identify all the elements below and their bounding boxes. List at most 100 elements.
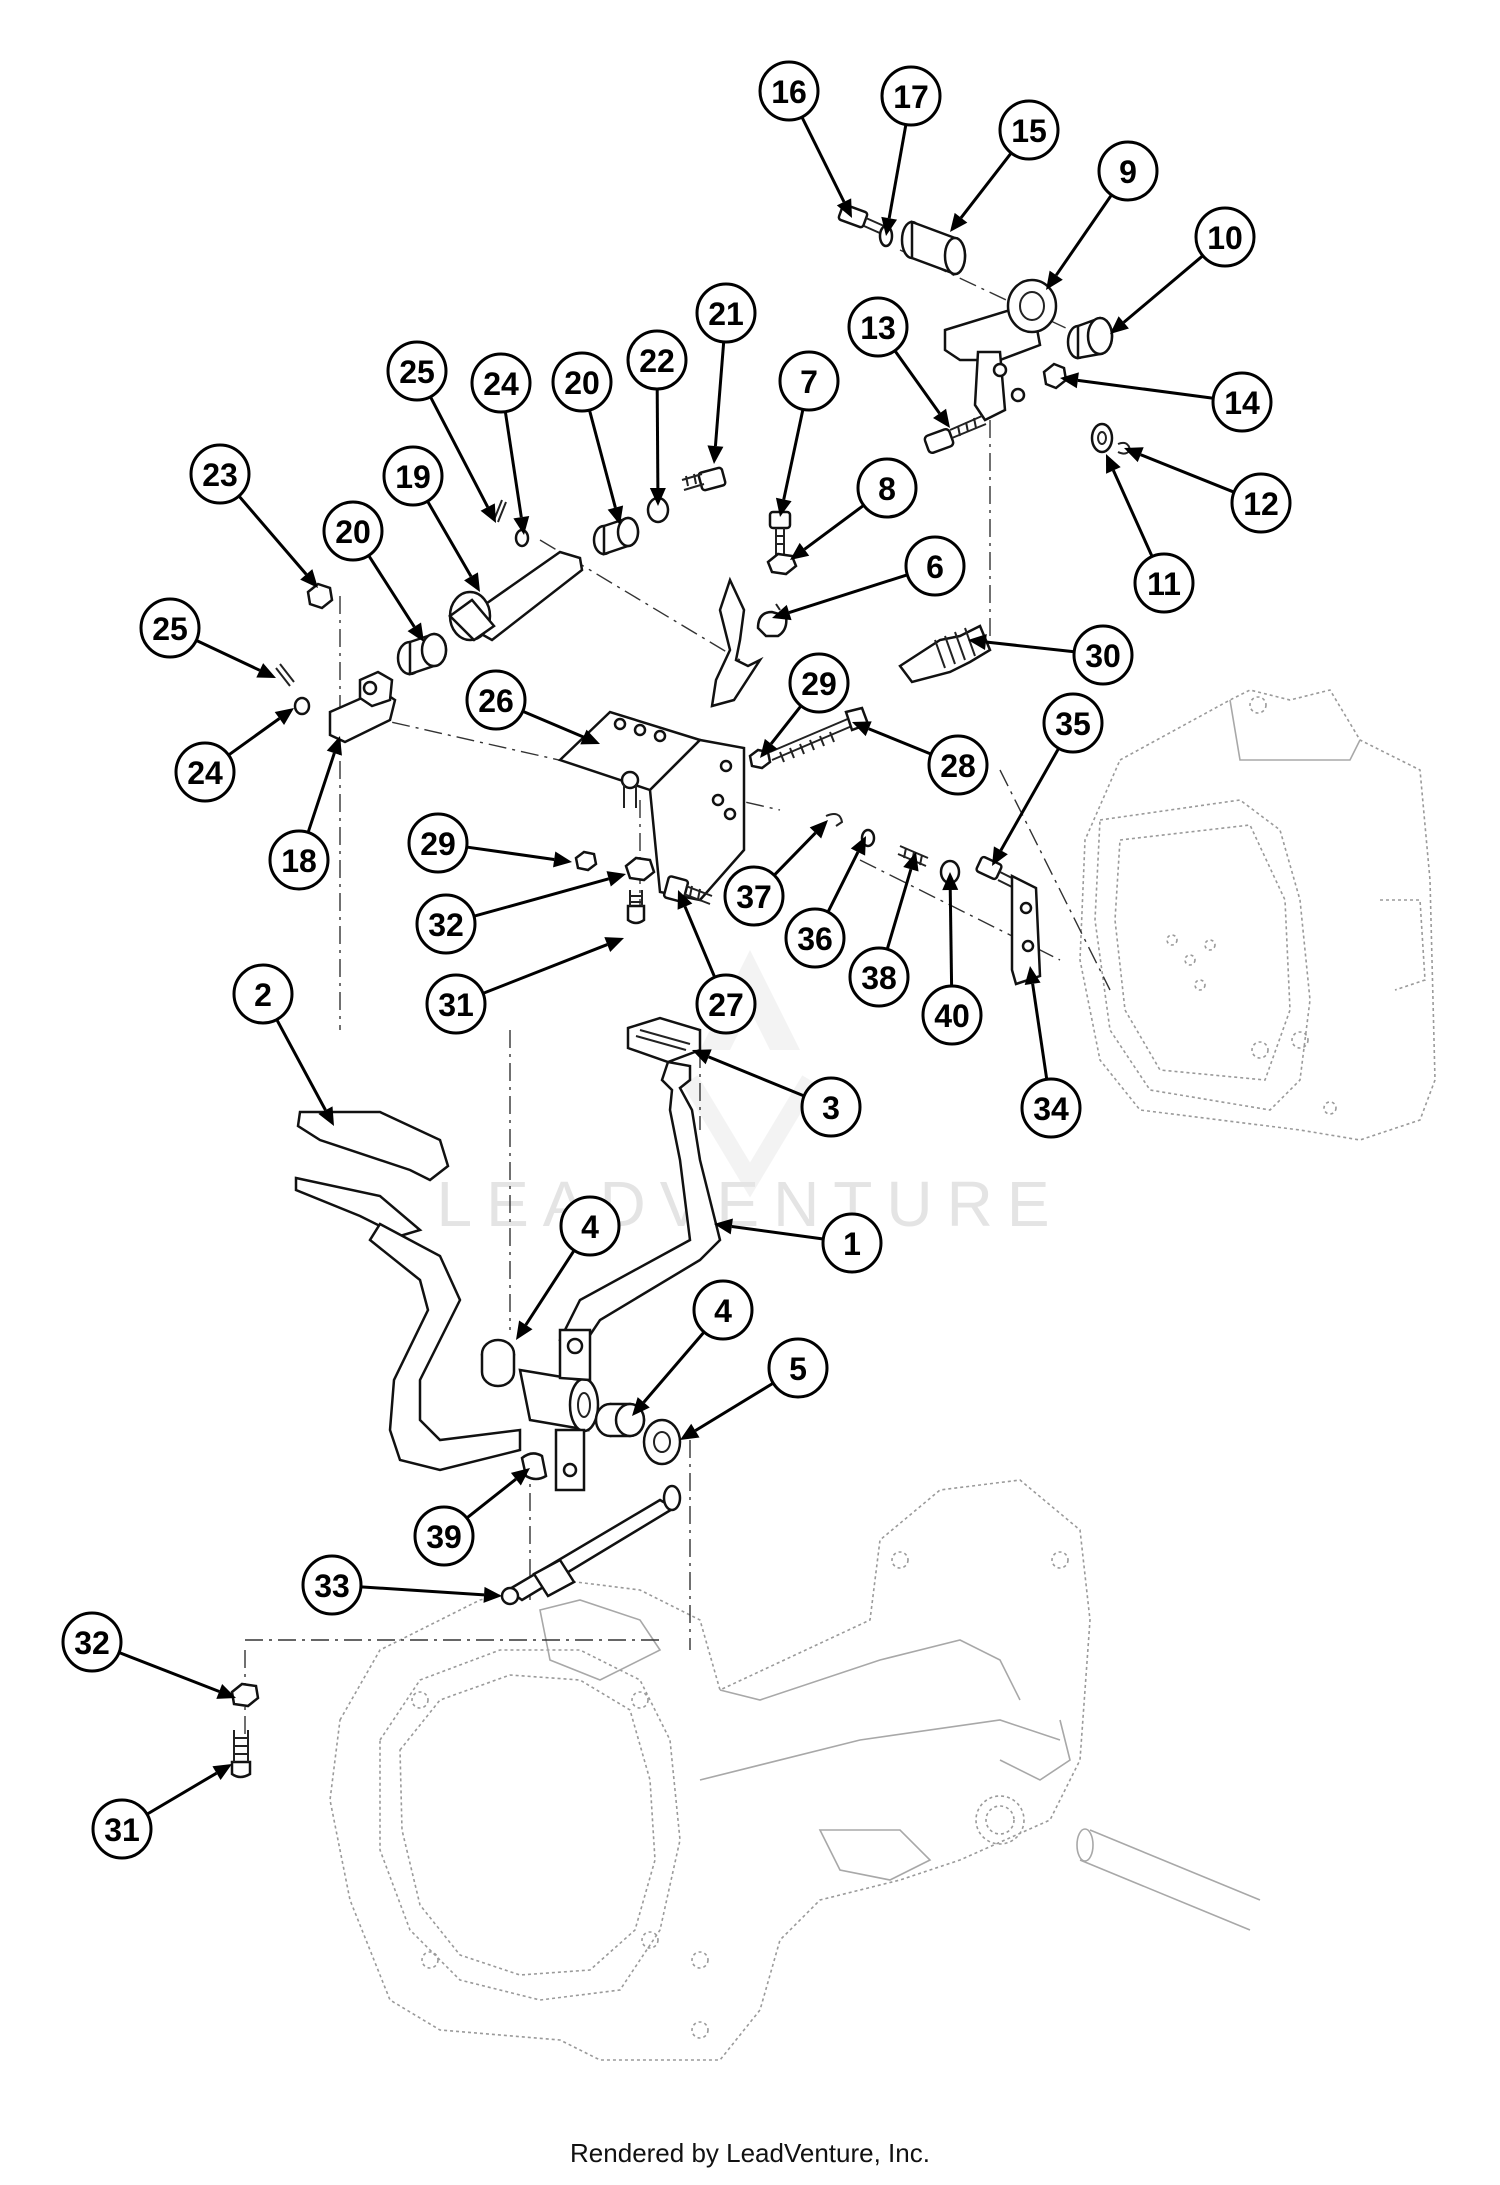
bolt-21 xyxy=(681,466,727,492)
leader-arrowhead xyxy=(318,1106,334,1126)
leader-line xyxy=(482,943,608,995)
callout-c20b: 20 xyxy=(322,500,424,642)
callout-circle xyxy=(692,1279,754,1341)
callout-number: 32 xyxy=(74,1625,110,1661)
callout-circle xyxy=(551,351,613,413)
bolt-7 xyxy=(768,510,792,556)
pin-39 xyxy=(520,1452,548,1481)
spacer-20-upper xyxy=(592,516,640,556)
washer-24-lower xyxy=(293,696,311,716)
callout-c29b: 29 xyxy=(407,812,572,874)
spring-30 xyxy=(898,624,992,684)
leader-arrowhead xyxy=(707,445,724,464)
leader-arrowhead xyxy=(513,516,530,535)
leader-line xyxy=(466,845,555,861)
leader-line xyxy=(1031,983,1049,1080)
leader-arrowhead xyxy=(516,1320,533,1340)
leader-line xyxy=(465,1477,517,1520)
leader-arrowhead xyxy=(942,872,959,891)
leader-line xyxy=(826,851,860,913)
callout-c5: 5 xyxy=(680,1337,829,1440)
leader-arrowhead xyxy=(1124,447,1144,463)
callout-number: 38 xyxy=(861,960,897,996)
callout-number: 26 xyxy=(478,683,514,719)
callout-c35: 35 xyxy=(992,692,1104,866)
leader-arrowhead xyxy=(1106,454,1121,474)
leader-line xyxy=(1140,453,1235,494)
leader-line xyxy=(655,388,660,489)
callout-c18: 18 xyxy=(268,736,342,891)
callout-c10: 10 xyxy=(1110,206,1256,334)
rod-33 xyxy=(500,1484,682,1606)
cotter-37 xyxy=(825,813,844,827)
leader-line xyxy=(887,124,908,219)
plate-34 xyxy=(1010,873,1042,986)
callout-circle xyxy=(695,973,757,1035)
leader-arrowhead xyxy=(274,708,294,726)
callout-circle xyxy=(407,812,469,874)
leader-line xyxy=(429,396,490,508)
leader-arrowhead xyxy=(480,503,496,523)
nut-8 xyxy=(766,552,798,576)
leader-arrowhead xyxy=(212,1764,232,1781)
cotter-25-lower xyxy=(275,663,295,687)
pedal-2 xyxy=(294,1110,522,1472)
nut-14 xyxy=(1042,362,1068,390)
leader-arrowhead xyxy=(933,408,950,428)
leader-arrowhead xyxy=(632,1397,650,1416)
leader-arrowhead xyxy=(604,937,624,953)
leader-line xyxy=(800,116,846,203)
callout-c9: 9 xyxy=(1046,140,1159,290)
callout-number: 31 xyxy=(104,1812,140,1848)
callout-number: 30 xyxy=(1085,638,1121,674)
callout-c23: 23 xyxy=(189,443,318,588)
callout-circle xyxy=(415,893,477,955)
callout-c22: 22 xyxy=(626,329,688,506)
callout-circle xyxy=(847,296,909,358)
callout-circle xyxy=(413,1505,475,1567)
leader-line xyxy=(195,639,261,672)
callout-circle xyxy=(927,734,989,796)
leader-line xyxy=(959,152,1013,219)
leader-arrowhead xyxy=(1024,966,1041,985)
callout-c17: 17 xyxy=(880,65,942,236)
leader-arrowhead xyxy=(464,572,480,592)
leader-line xyxy=(683,906,717,978)
leader-arrowhead xyxy=(790,542,810,560)
callout-c25b: 25 xyxy=(139,597,276,678)
callout-number: 33 xyxy=(314,1568,350,1604)
callout-circle xyxy=(465,669,527,731)
callout-circle xyxy=(767,1337,829,1399)
clip-6 xyxy=(756,603,788,638)
leader-arrowhead xyxy=(256,663,276,678)
leader-line xyxy=(360,1585,485,1597)
callout-circle xyxy=(559,1195,621,1257)
callout-c29a: 29 xyxy=(760,652,850,758)
leader-arrowhead xyxy=(300,569,318,588)
callout-circle xyxy=(1042,692,1104,754)
leader-arrowhead xyxy=(510,1468,530,1486)
leader-arrowhead xyxy=(692,1049,712,1065)
leader-line xyxy=(237,495,308,576)
callout-number: 9 xyxy=(1119,154,1137,190)
callout-circle xyxy=(425,973,487,1035)
callout-number: 29 xyxy=(420,826,456,862)
callout-number: 31 xyxy=(438,987,474,1023)
leader-arrowhead xyxy=(992,846,1008,866)
callout-number: 23 xyxy=(202,457,238,493)
callout-c31a: 31 xyxy=(425,937,624,1035)
washer-24-upper xyxy=(514,528,530,548)
callout-c25a: 25 xyxy=(386,340,496,523)
callout-number: 35 xyxy=(1055,706,1091,742)
callout-circle xyxy=(784,907,846,969)
leader-arrowhead xyxy=(607,505,624,525)
leader-arrowhead xyxy=(1060,372,1079,389)
leader-arrowhead xyxy=(968,634,987,650)
bushing-15 xyxy=(900,220,967,276)
callout-circle xyxy=(61,1611,123,1673)
callout-circle xyxy=(880,65,942,127)
leader-line xyxy=(731,1224,824,1241)
leader-arrowhead xyxy=(407,622,424,642)
callout-circle xyxy=(1211,371,1273,433)
